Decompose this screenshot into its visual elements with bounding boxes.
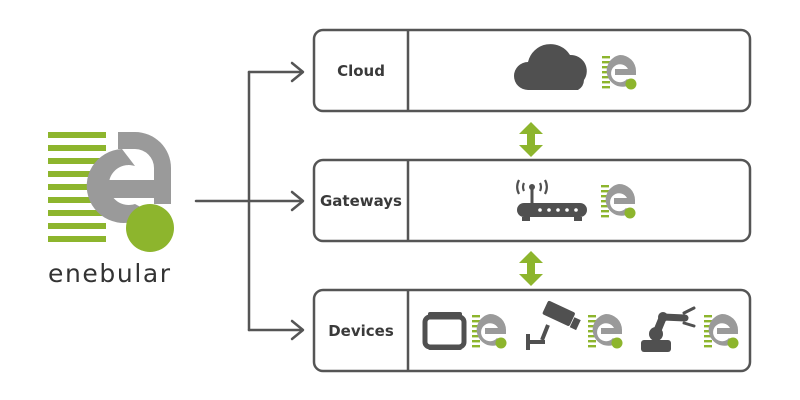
arrow-right-icon: [290, 319, 305, 341]
double-arrow-vertical-icon: [519, 251, 543, 286]
robot-arm-icon: [641, 306, 696, 352]
tier-cloud: Cloud: [312, 28, 752, 113]
brand-name: enebular: [48, 259, 172, 288]
arrow-right-icon: [290, 61, 305, 83]
arrow-right-icon: [290, 190, 305, 212]
smartwatch-icon: [422, 312, 467, 350]
tier-label-gateways: Gateways: [320, 192, 402, 210]
enebular-logo: enebular: [48, 132, 174, 288]
tier-label-cloud: Cloud: [337, 62, 385, 80]
tier-devices: Devices: [312, 288, 752, 373]
security-camera-icon: [526, 300, 581, 350]
cloud-icon: [514, 44, 587, 90]
tier-label-devices: Devices: [328, 322, 394, 340]
double-arrow-vertical-icon: [519, 122, 543, 157]
tier-gateways: Gateways: [312, 158, 752, 243]
enebular-logo-icon: [48, 132, 174, 252]
connector-tree: [194, 61, 305, 341]
router-icon: [516, 179, 587, 221]
